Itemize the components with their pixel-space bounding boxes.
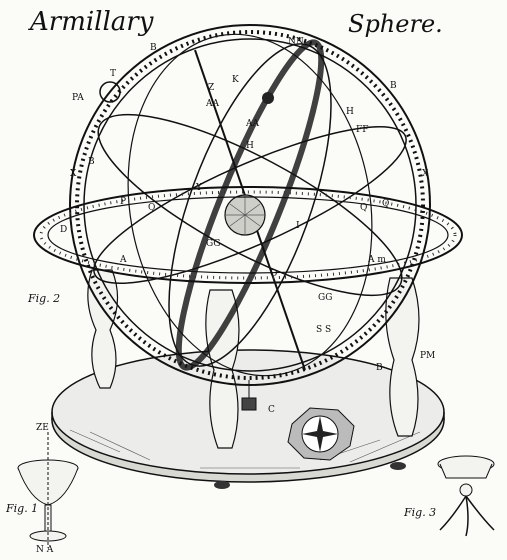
label-a: A [119,255,127,265]
label-pm: PM [420,351,435,361]
label-q2: Q [360,203,367,213]
fig1-caption: Fig. 1 [5,502,38,515]
label-z: Z [208,83,214,93]
fig3-stand [437,455,495,537]
label-aa1: AA [205,99,219,109]
legs [87,269,420,449]
label-pa: PA [72,93,84,103]
label-o: O [270,269,277,279]
label-ze: ZE [36,423,49,433]
title-left: Armillary [28,7,154,37]
label-ss: S S [316,325,331,335]
label-aa2: AA [245,119,259,129]
label-x1: X [70,169,77,179]
horizon-ring [33,186,463,284]
plumb-weight [241,380,257,411]
fig2-caption: Fig. 2 [27,292,60,305]
label-nn: NN [288,37,304,47]
label-q1: Q [148,203,155,213]
compass-rose [287,407,355,461]
label-t: T [110,69,116,79]
label-k: K [232,75,239,85]
label-gg1: GG [206,239,220,249]
label-b-top: B [150,43,157,53]
label-h2: H [346,107,354,117]
label-am: A m [367,255,386,265]
title-right: Sphere. [348,10,443,38]
label-b-lower: B [376,363,383,373]
label-b-left: B [88,157,95,167]
label-gg2: GG [318,293,332,303]
label-x2: X [422,169,429,179]
letter-labels: NN B B B B PA T Z K AA AA H H FF Q Q Q P… [36,37,435,555]
fig1-stand [17,432,79,548]
label-y: Y [195,183,203,193]
label-c: C [268,405,275,415]
label-q3: Q [382,199,389,209]
label-b-right: B [390,81,397,91]
sphere-rings [69,24,431,386]
label-d: D [60,225,67,235]
label-i: I [296,221,300,231]
label-na: N A [36,545,54,555]
label-ff: FF [356,125,369,135]
label-p: P [120,197,126,207]
label-h1: H [246,141,254,151]
fig3-caption: Fig. 3 [403,506,436,519]
